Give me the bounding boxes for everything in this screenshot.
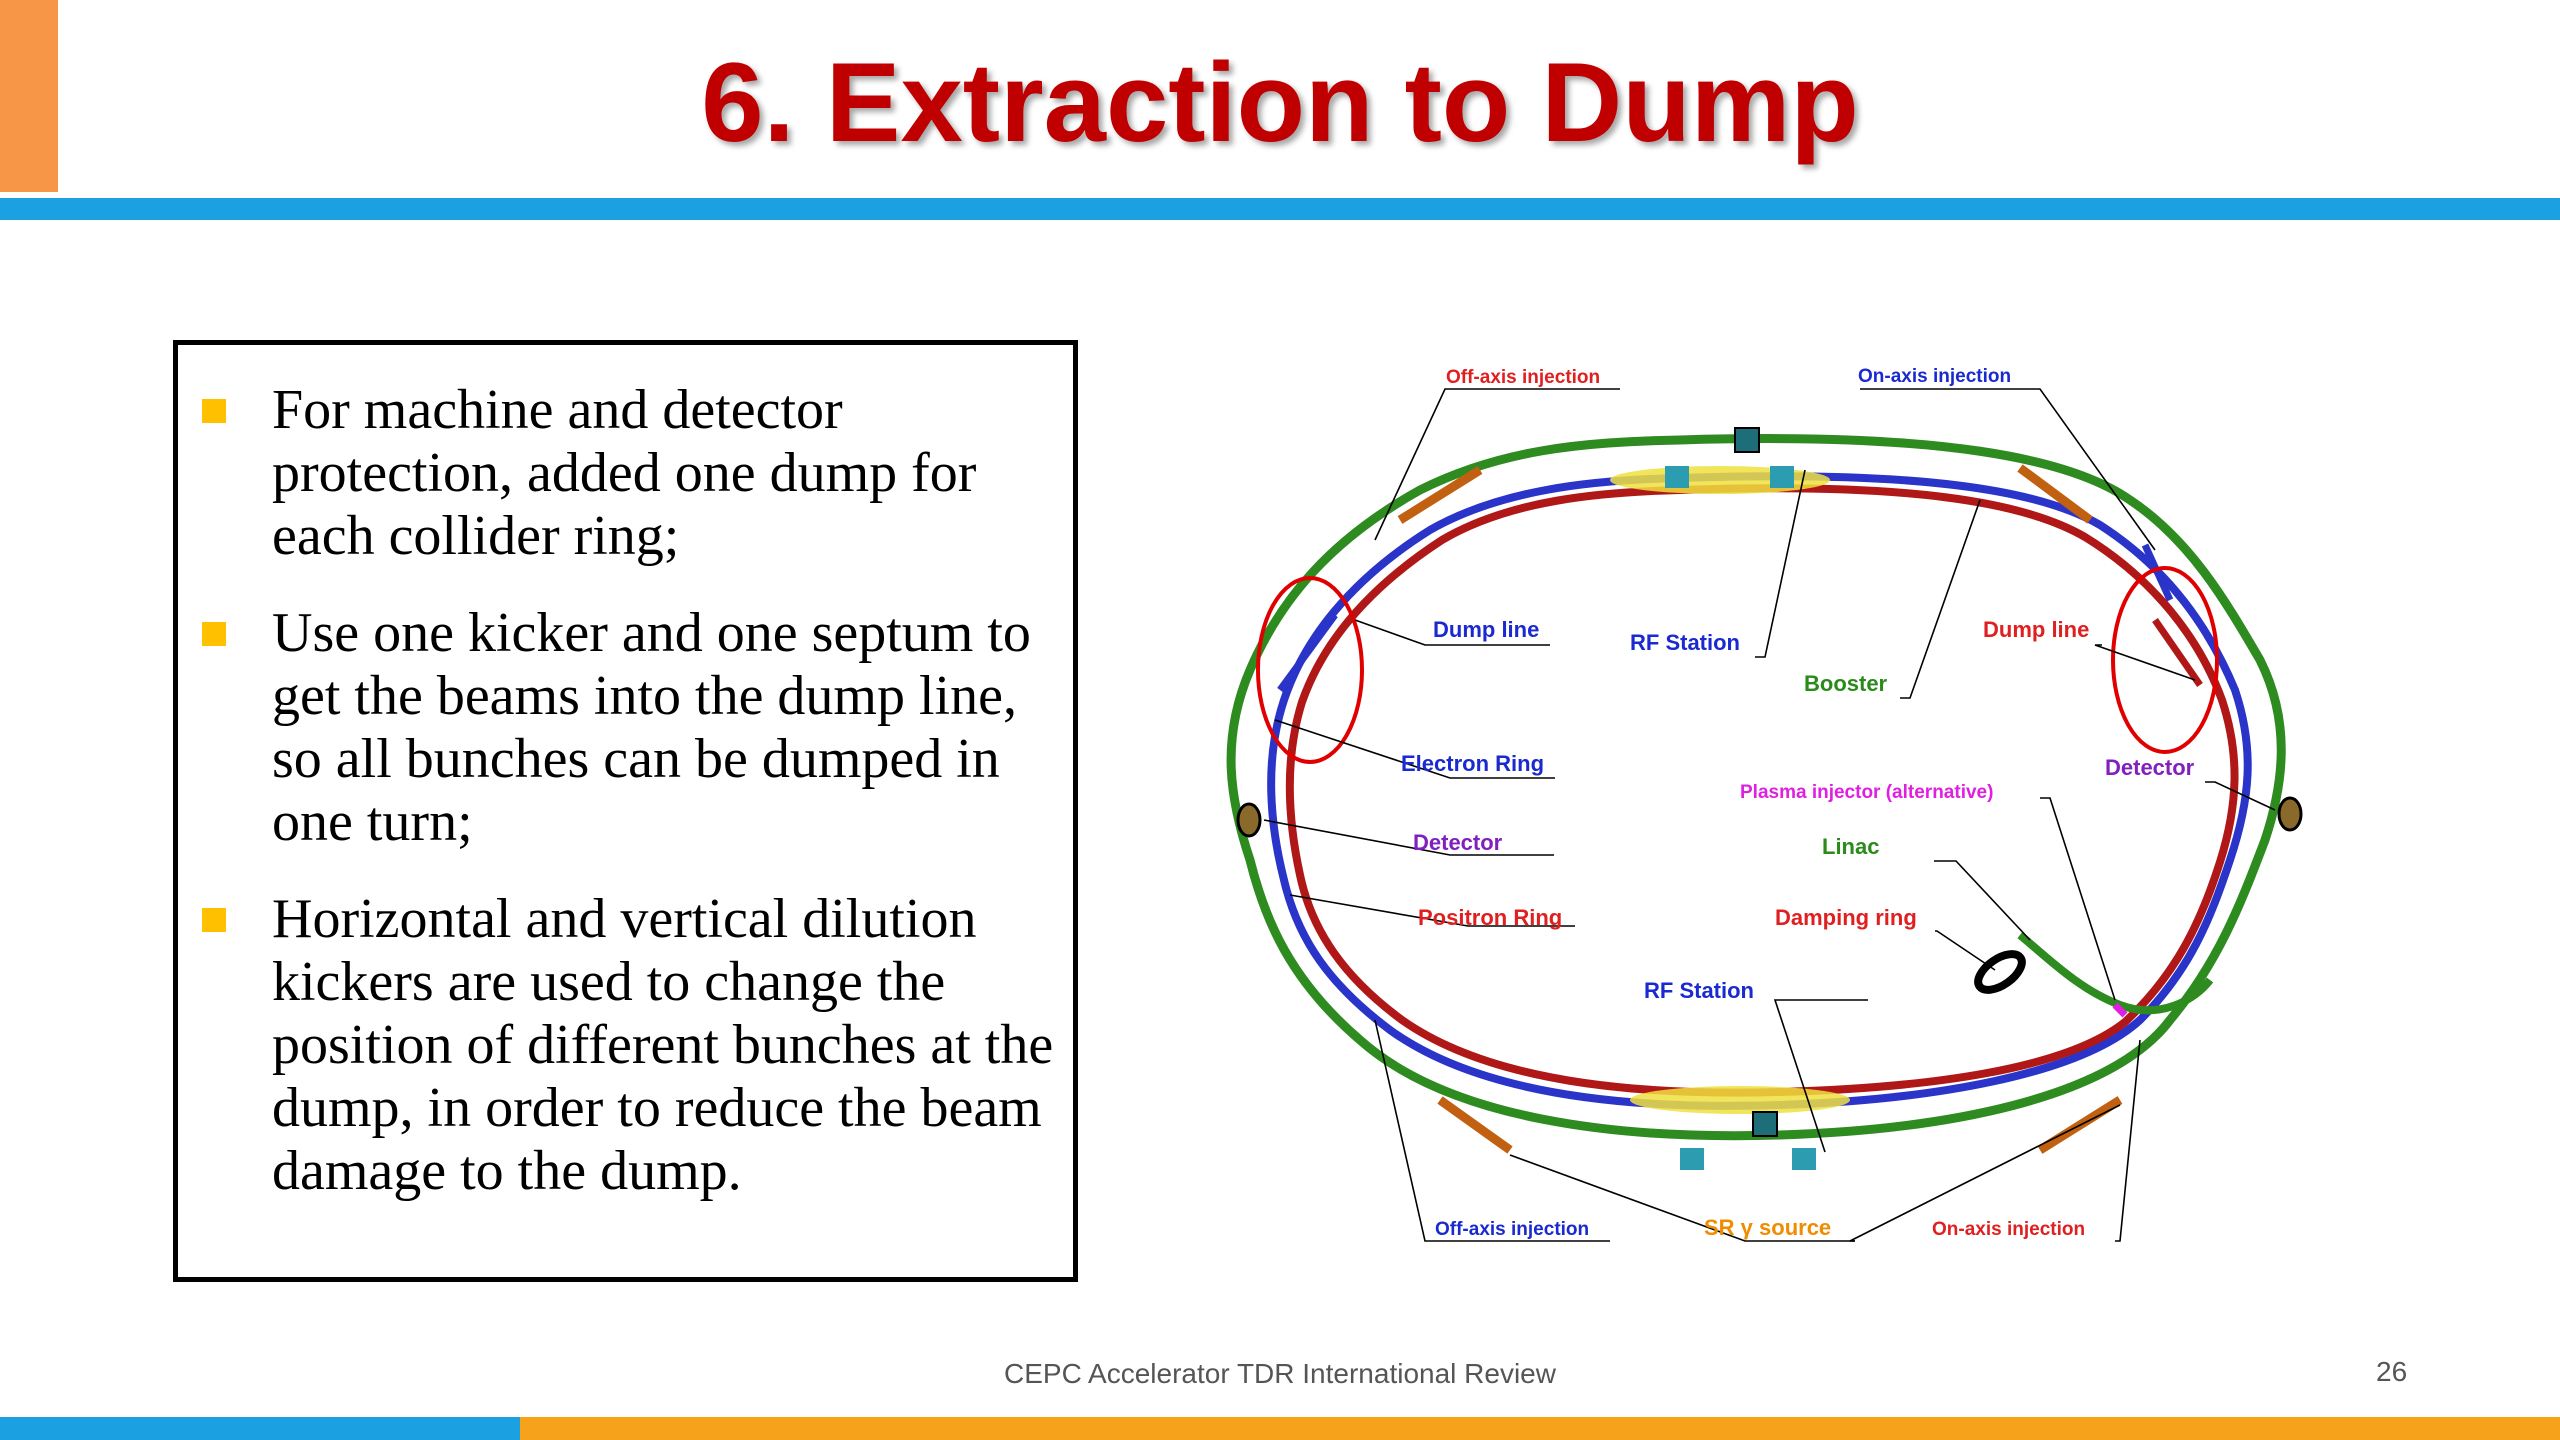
dump-highlight-right bbox=[2111, 566, 2219, 754]
label-booster: Booster bbox=[1804, 671, 1888, 696]
bullet-list: For machine and detector protection, add… bbox=[202, 379, 1062, 1237]
label-dump-line-right: Dump line bbox=[1983, 617, 2089, 642]
rf-cavity-icon bbox=[1770, 466, 1794, 488]
label-detector-left: Detector bbox=[1413, 830, 1503, 855]
label-on-axis-injection-bottom: On-axis injection bbox=[1932, 1219, 2085, 1240]
booster-ring bbox=[1226, 434, 2286, 1141]
footer-caption: CEPC Accelerator TDR International Revie… bbox=[1004, 1358, 1556, 1389]
title-divider bbox=[0, 198, 2560, 220]
bullet-text: Horizontal and vertical dilution kickers… bbox=[272, 888, 1054, 1202]
rf-section-bottom bbox=[1630, 1086, 1850, 1114]
leader-lines bbox=[1263, 388, 2276, 1242]
label-off-axis-injection-bottom: Off-axis injection bbox=[1435, 1219, 1589, 1240]
rf-cavity-icon bbox=[1792, 1148, 1816, 1170]
label-rf-station-top: RF Station bbox=[1630, 630, 1740, 655]
bullet-box: For machine and detector protection, add… bbox=[173, 340, 1078, 1282]
rf-section-top bbox=[1610, 466, 1830, 494]
detector-icon-right bbox=[2277, 796, 2303, 832]
orange-corner-tab bbox=[0, 0, 58, 192]
dump-highlight-left bbox=[1256, 576, 1364, 764]
cepc-ring-diagram: Off-axis injection On-axis injection Dum… bbox=[1226, 366, 2303, 1242]
injection-line bbox=[1437, 1096, 1513, 1154]
dump-line-right-blue bbox=[2141, 543, 2174, 602]
square-bullet-icon bbox=[202, 908, 226, 932]
footer-bar-orange bbox=[520, 1417, 2560, 1440]
detector-icon-left bbox=[1236, 802, 1262, 838]
dump-line-left bbox=[1277, 612, 1338, 693]
bullet-item: Horizontal and vertical dilution kickers… bbox=[202, 888, 1062, 1203]
label-on-axis-injection-top: On-axis injection bbox=[1858, 366, 2011, 387]
label-damping-ring: Damping ring bbox=[1775, 905, 1917, 930]
label-positron-ring: Positron Ring bbox=[1418, 905, 1562, 930]
injection-line bbox=[1397, 466, 1483, 524]
bullet-item: For machine and detector protection, add… bbox=[202, 379, 1062, 568]
linac-line bbox=[2017, 931, 2214, 1015]
slide-title: 6. Extraction to Dump bbox=[701, 40, 1859, 165]
label-electron-ring: Electron Ring bbox=[1401, 751, 1544, 776]
rf-cavity-icon bbox=[1665, 466, 1689, 488]
footer-bar-blue bbox=[0, 1417, 520, 1440]
label-detector-right: Detector bbox=[2105, 755, 2195, 780]
label-dump-line-left: Dump line bbox=[1433, 617, 1539, 642]
rf-cavity-icon bbox=[1734, 427, 1760, 453]
rf-cavity-icon bbox=[1680, 1148, 1704, 1170]
bullet-text: Use one kicker and one septum to get the… bbox=[272, 602, 1031, 853]
label-off-axis-injection-top: Off-axis injection bbox=[1446, 367, 1600, 388]
rf-cavity-icon bbox=[1752, 1111, 1778, 1137]
label-rf-station-bottom: RF Station bbox=[1644, 978, 1754, 1003]
square-bullet-icon bbox=[202, 399, 226, 423]
page-number: 26 bbox=[2376, 1356, 2408, 1387]
plasma-injector-marker bbox=[2112, 1002, 2128, 1018]
label-plasma-injector: Plasma injector (alternative) bbox=[1740, 782, 1993, 803]
bullet-text: For machine and detector protection, add… bbox=[272, 379, 977, 567]
damping-ring-icon bbox=[1974, 950, 2026, 994]
injection-line bbox=[2017, 464, 2093, 524]
bullet-item: Use one kicker and one septum to get the… bbox=[202, 602, 1062, 854]
square-bullet-icon bbox=[202, 622, 226, 646]
label-sr-source: SR γ source bbox=[1704, 1215, 1831, 1240]
dump-line-right-red bbox=[2152, 618, 2203, 687]
label-linac: Linac bbox=[1822, 834, 1879, 859]
